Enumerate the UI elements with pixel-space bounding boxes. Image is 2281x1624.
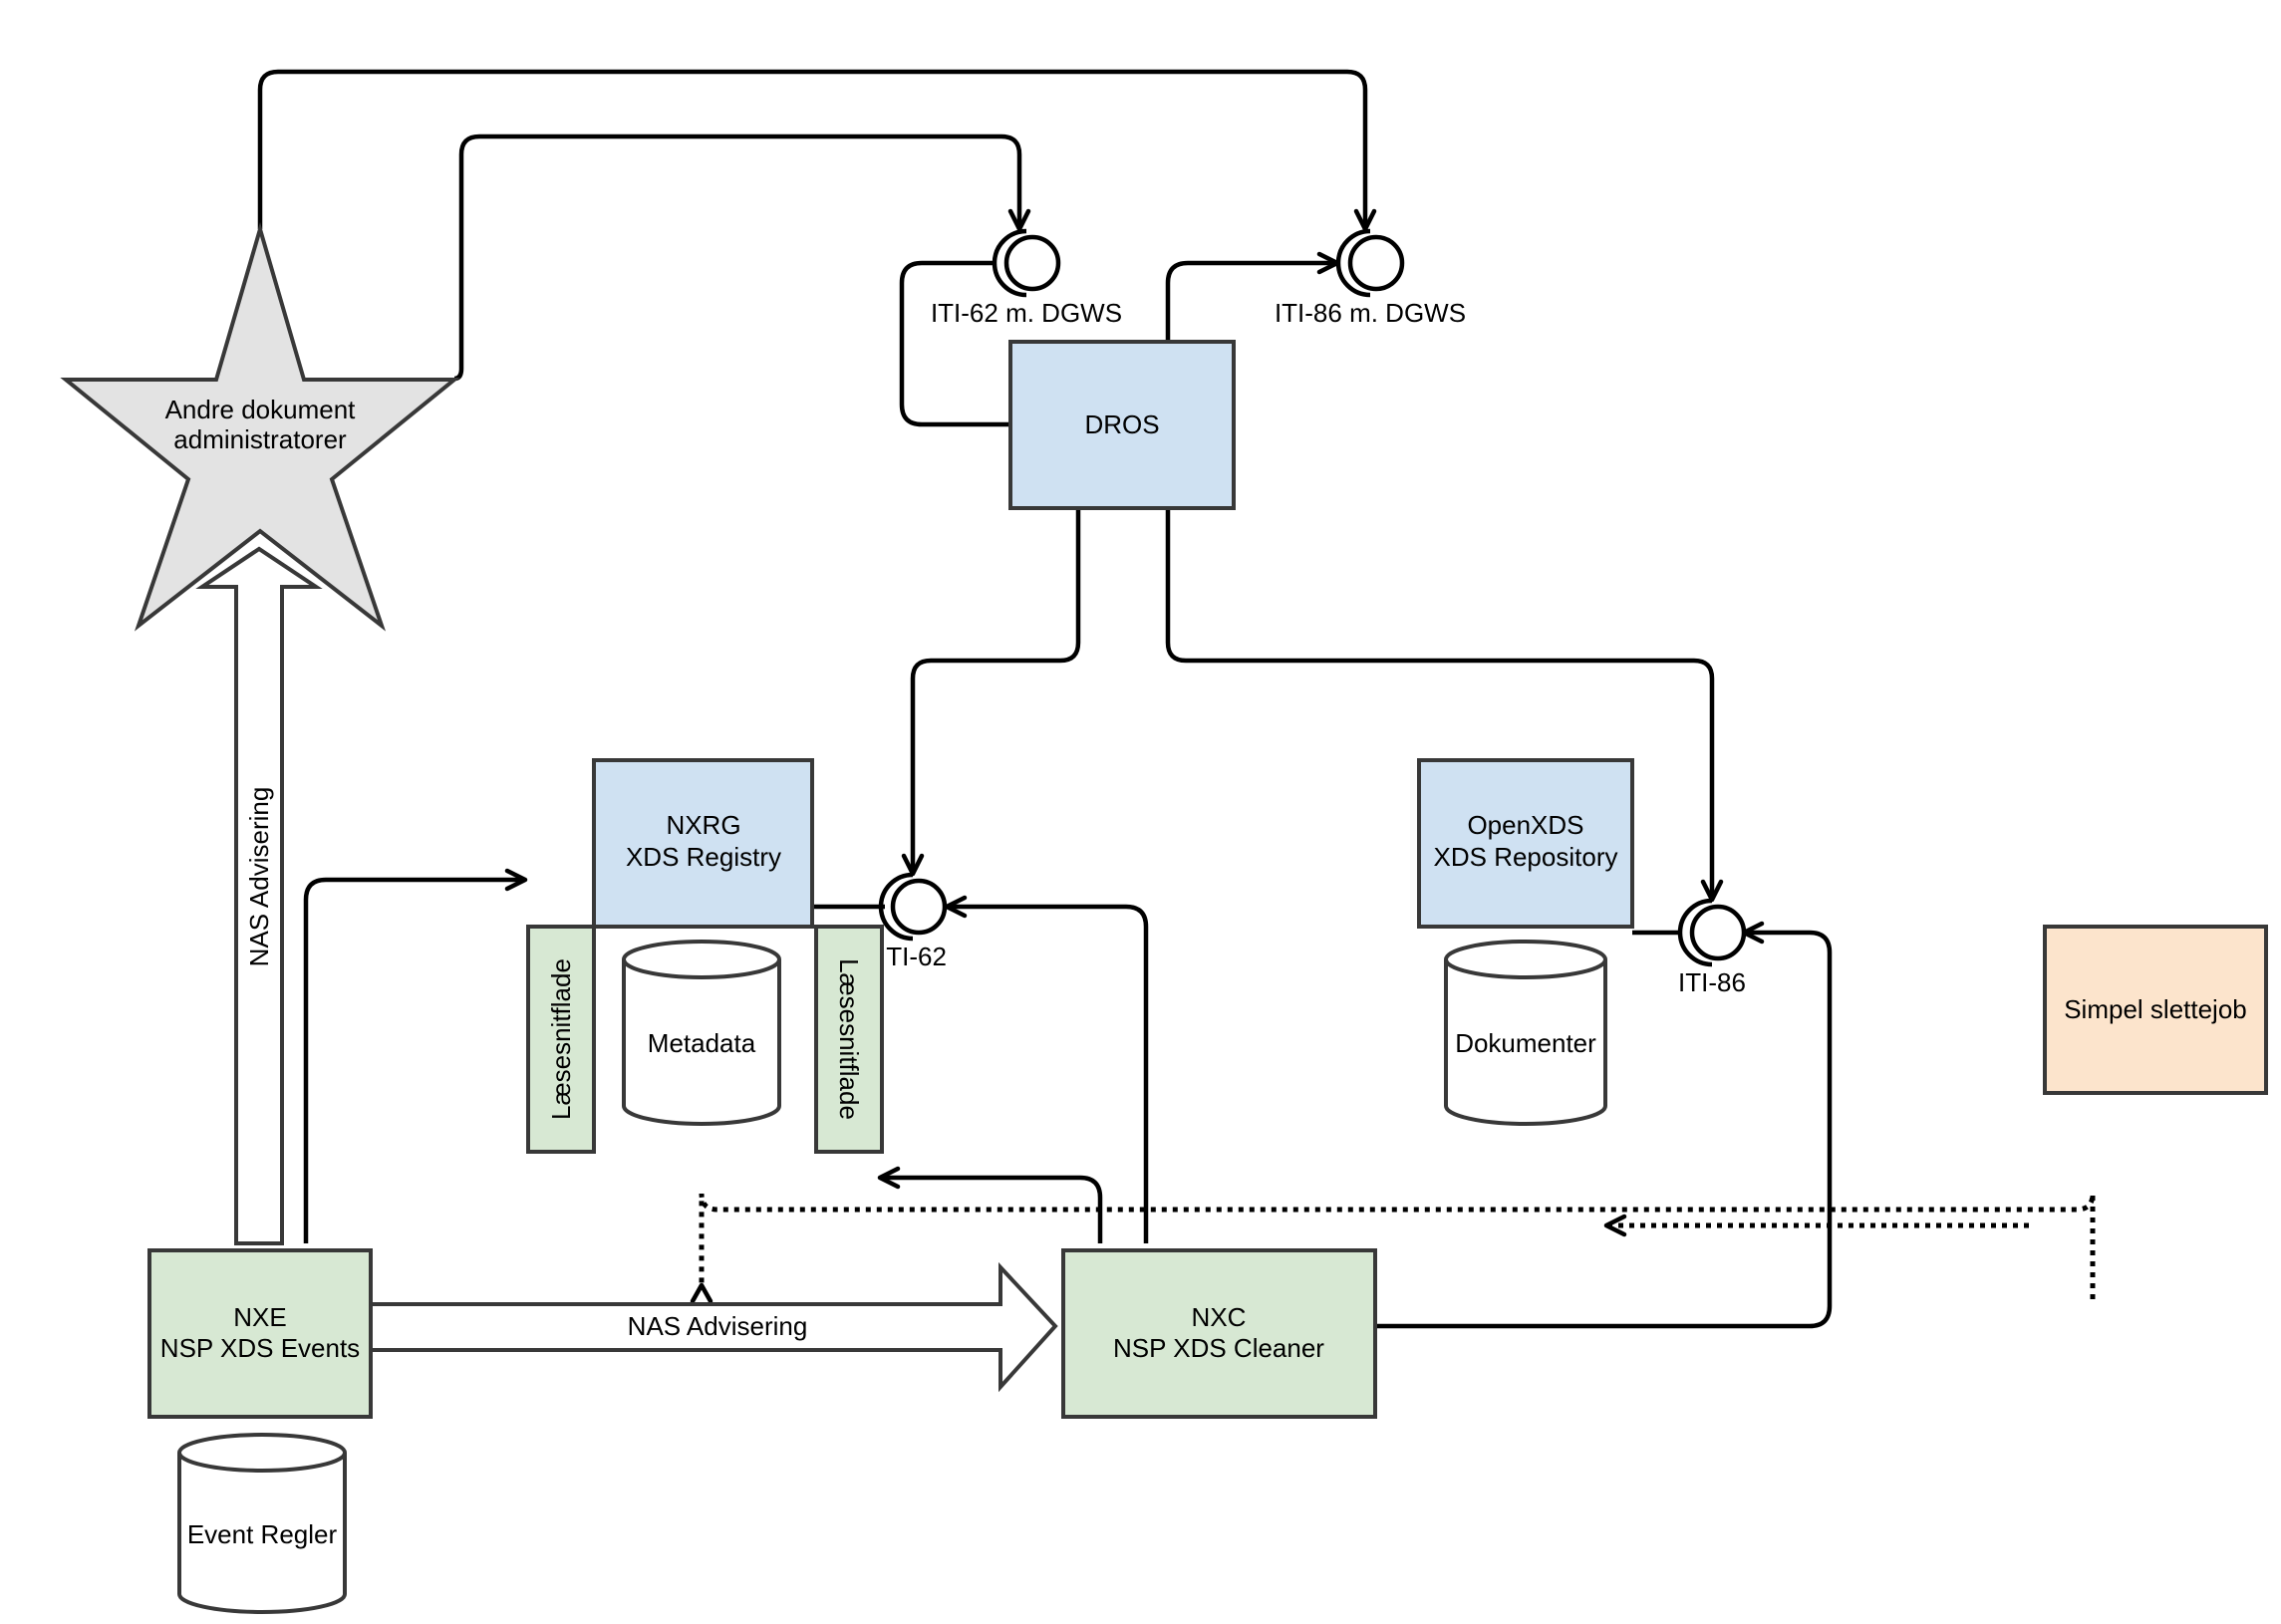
connector-andre-to-iti62-dgws — [453, 134, 1022, 382]
interface-iti86[interactable] — [1677, 898, 1747, 967]
nxc-label-line2: NSP XDS Cleaner — [1113, 1333, 1324, 1363]
arrowhead — [504, 868, 528, 892]
arrowhead — [1603, 1214, 1627, 1237]
nas-advisering-vertical-arrow: NAS Advisering — [195, 546, 323, 1245]
laesesnitflade-left[interactable]: Læsesnitflade — [526, 925, 596, 1154]
connector-dros-to-iti62-dgws — [899, 260, 1010, 427]
andre-label-line1: Andre dokument — [165, 395, 357, 424]
nxe-label-line1: NXE — [233, 1302, 286, 1332]
connector-nxc-to-iti86 — [1366, 930, 1833, 1329]
interface-iti86-dgws-label: ITI-86 m. DGWS — [1275, 298, 1466, 328]
connector-dros-to-iti62 — [910, 508, 1081, 872]
nxc-box[interactable]: NXC NSP XDS Cleaner — [1061, 1248, 1377, 1419]
nxe-box[interactable]: NXE NSP XDS Events — [147, 1248, 373, 1419]
interface-iti62-dgws[interactable] — [992, 228, 1061, 298]
interface-iti86-dgws[interactable] — [1335, 228, 1405, 298]
simpel-slettejob-box[interactable]: Simpel slettejob — [2043, 925, 2268, 1095]
nas-advisering-horizontal-label: NAS Advisering — [628, 1311, 808, 1341]
arrow-shaft-fill — [238, 585, 280, 601]
metadata-database[interactable]: Metadata — [622, 940, 781, 1126]
nxe-label-line2: NSP XDS Events — [160, 1333, 360, 1363]
interface-iti62[interactable] — [878, 872, 948, 942]
interface-iti62-label: ITI-62 — [879, 942, 947, 971]
nxrg-box[interactable]: NXRG XDS Registry — [592, 758, 814, 929]
openxds-box[interactable]: OpenXDS XDS Repository — [1417, 758, 1634, 929]
dokumenter-label: Dokumenter — [1455, 1028, 1596, 1058]
connector-dros-to-iti86 — [1165, 508, 1715, 898]
event-regler-database[interactable]: Event Regler — [177, 1433, 347, 1614]
andre-dokument-administratorer[interactable]: Andre dokument administratorer — [60, 221, 460, 632]
openxds-label-line1: OpenXDS — [1467, 810, 1583, 840]
nxrg-label-line2: XDS Registry — [626, 842, 781, 872]
dros-label: DROS — [1084, 409, 1159, 439]
arrowhead — [1353, 208, 1377, 232]
openxds-label-line2: XDS Repository — [1434, 842, 1618, 872]
interface-iti86-label: ITI-86 — [1678, 967, 1746, 997]
simpel-slettejob-label: Simpel slettejob — [2064, 994, 2247, 1024]
laesesnitflade-right[interactable]: Læsesnitflade — [814, 925, 884, 1154]
dotted-connector-simpel-to-metadata — [699, 1193, 2096, 1299]
arrowhead — [690, 1282, 713, 1304]
event-regler-label: Event Regler — [187, 1519, 338, 1549]
connector-dros-to-iti86-dgws — [1165, 260, 1335, 342]
laesesnitflade-left-label: Læsesnitflade — [546, 958, 576, 1120]
connector-nxc-to-laesesnitflade-right — [882, 1175, 1103, 1243]
dokumenter-database[interactable]: Dokumenter — [1444, 940, 1607, 1126]
interface-iti62-dgws-label: ITI-62 m. DGWS — [931, 298, 1122, 328]
connector-nxe-to-laesesnitflade-left — [303, 877, 523, 1243]
arrowhead — [877, 1166, 901, 1190]
metadata-label: Metadata — [648, 1028, 756, 1058]
laesesnitflade-right-label: Læsesnitflade — [834, 958, 864, 1120]
nas-advisering-horizontal-arrow: NAS Advisering — [368, 1261, 1058, 1393]
dros-box[interactable]: DROS — [1008, 340, 1236, 510]
connector-andre-to-iti86-dgws — [257, 69, 1368, 229]
nas-advisering-vertical-arrowhead — [195, 546, 323, 600]
nas-advisering-vertical-label: NAS Advisering — [244, 787, 274, 967]
arrowhead — [1007, 208, 1031, 232]
nxc-label-line1: NXC — [1192, 1302, 1247, 1332]
andre-label-line2: administratorer — [173, 424, 347, 454]
connector-nxc-to-iti62 — [949, 904, 1149, 1243]
nxrg-label-line1: NXRG — [666, 810, 740, 840]
